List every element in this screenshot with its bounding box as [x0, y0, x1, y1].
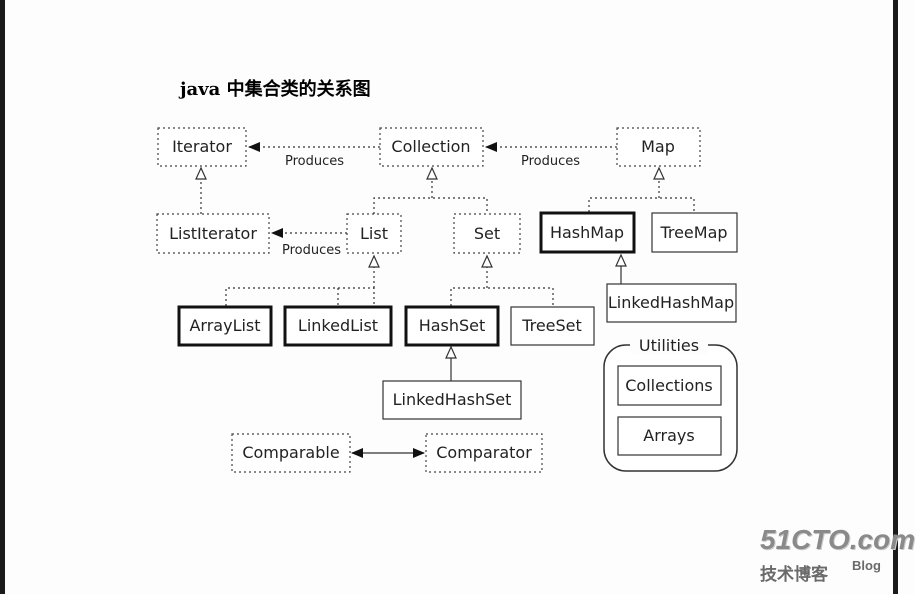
box-hashset-label: HashSet [419, 316, 486, 335]
box-linkedhashset: LinkedHashSet [382, 380, 522, 420]
box-comparable-label: Comparable [242, 443, 339, 462]
edge-lists-list [225, 287, 375, 306]
box-list-label: List [360, 224, 388, 243]
box-comparable: Comparable [231, 433, 351, 473]
box-iterator-label: Iterator [172, 137, 232, 156]
box-treemap-label: TreeMap [659, 223, 727, 242]
box-map-label: Map [641, 137, 675, 156]
watermark-site: 51CTO.com [760, 524, 915, 555]
connectors [195, 142, 695, 458]
produces-label-iterator: Produces [285, 154, 344, 169]
edge-list-set-collection [373, 197, 488, 214]
box-map: Map [616, 127, 701, 167]
box-treemap: TreeMap [651, 212, 738, 253]
box-linkedhashset-label: LinkedHashSet [393, 390, 512, 409]
box-collection: Collection [379, 127, 484, 167]
edge-sets-set [450, 287, 554, 306]
box-set-label: Set [474, 224, 500, 243]
box-linkedlist-label: LinkedList [298, 316, 378, 335]
box-comparator-label: Comparator [436, 443, 532, 462]
left-frame-edge [0, 0, 5, 594]
box-iterator: Iterator [157, 127, 247, 167]
box-collection-label: Collection [391, 137, 470, 156]
box-linkedhashmap: LinkedHashMap [606, 283, 737, 323]
box-arraylist: ArrayList [177, 305, 273, 347]
box-hashset: HashSet [404, 305, 500, 347]
box-collections: Collections [617, 365, 722, 406]
box-listiterator: ListIterator [156, 213, 270, 254]
box-arrays-label: Arrays [643, 426, 694, 445]
watermark-blog: Blog [852, 558, 881, 573]
watermark-sub: 技术博客 [760, 565, 828, 585]
box-listiterator-label: ListIterator [169, 224, 257, 243]
produces-label-listiterator: Produces [282, 243, 341, 258]
utilities-label: Utilities [639, 336, 699, 355]
box-hashmap: HashMap [539, 211, 636, 254]
box-treeset-label: TreeSet [521, 316, 582, 335]
box-linkedhashmap-label: LinkedHashMap [608, 293, 734, 312]
box-linkedlist: LinkedList [283, 305, 393, 347]
diagram-title: java 中集合类的关系图 [180, 79, 371, 100]
box-treeset: TreeSet [510, 306, 595, 346]
box-set: Set [453, 213, 521, 254]
box-hashmap-label: HashMap [550, 223, 624, 242]
edge-maps-map [588, 197, 695, 212]
utilities-group: Utilities Collections Arrays [603, 336, 738, 472]
right-frame-edge [893, 0, 898, 594]
box-arrays: Arrays [617, 416, 722, 456]
box-comparator: Comparator [425, 433, 543, 473]
box-arraylist-label: ArrayList [189, 316, 260, 335]
box-collections-label: Collections [625, 376, 712, 395]
produces-label-collection: Produces [521, 154, 580, 169]
box-list: List [346, 213, 402, 254]
